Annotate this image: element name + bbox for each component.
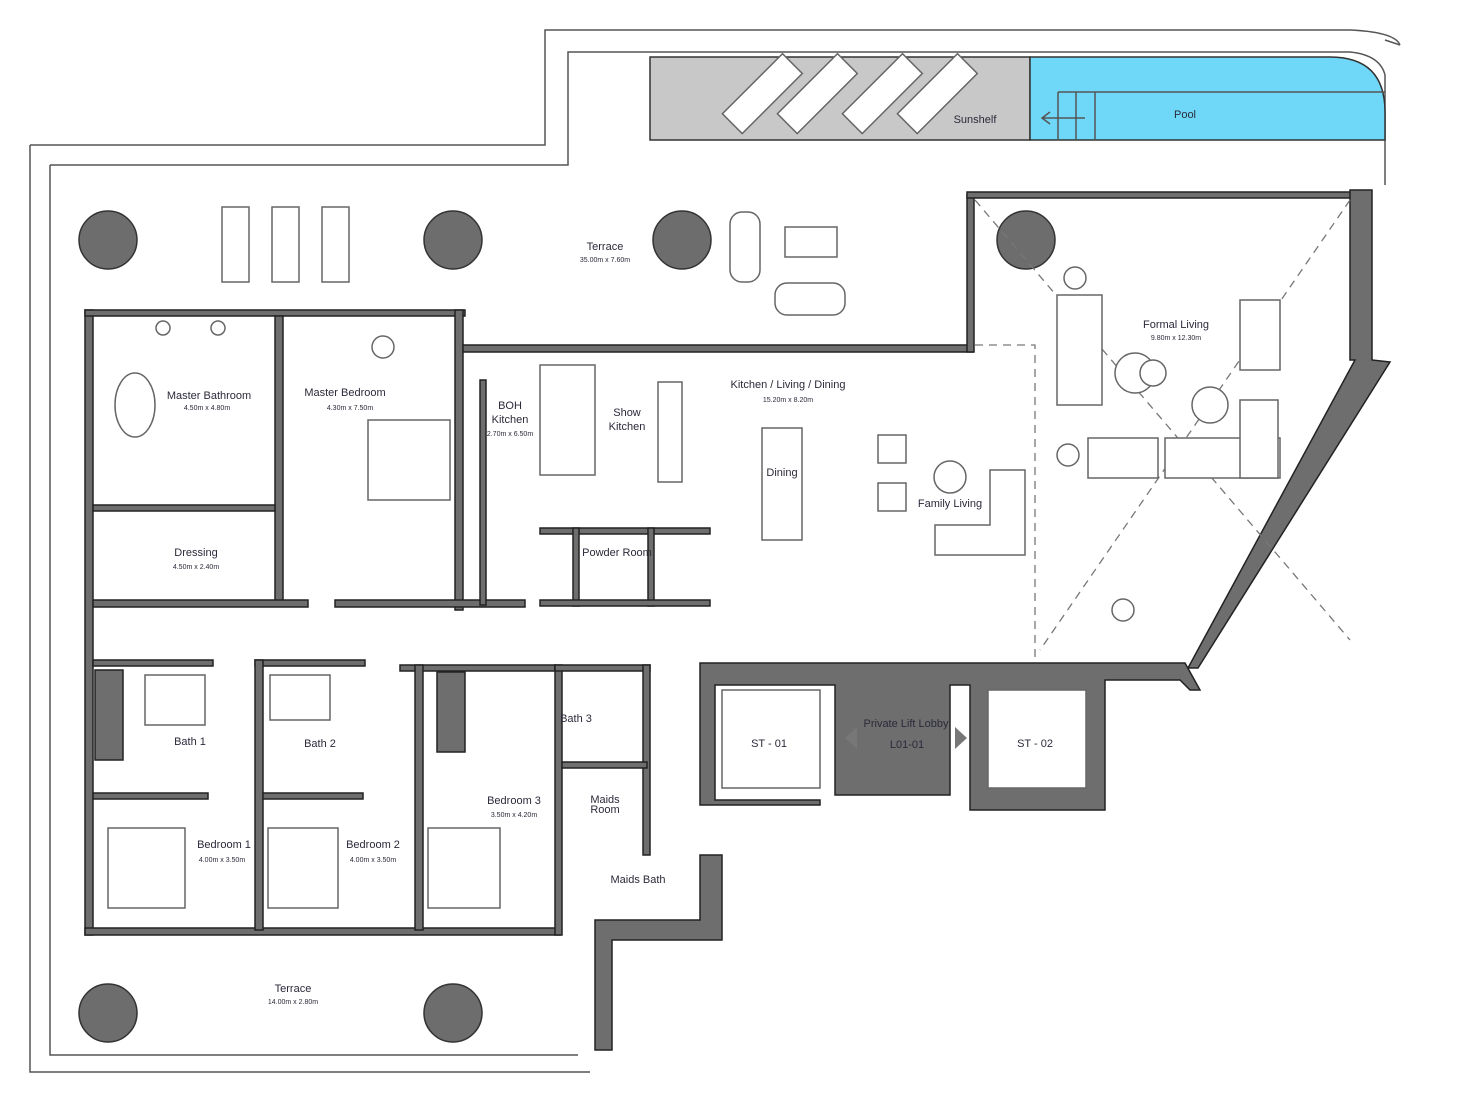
dining-label: Dining [766, 467, 797, 479]
show-kitchen-label-1: Show [613, 407, 641, 419]
st02-label: ST - 02 [1017, 738, 1053, 750]
dressing-label: Dressing [174, 547, 217, 559]
bath2-label: Bath 2 [304, 738, 336, 750]
maids-room-label-2: Room [590, 804, 619, 816]
pool-label: Pool [1174, 109, 1196, 121]
room-labels: Formal Living 9.80m x 12.30m Master Bath… [167, 319, 1209, 1006]
master-bathroom-dim: 4.50m x 4.80m [184, 405, 230, 412]
bedroom3-label: Bedroom 3 [487, 795, 541, 807]
kitchen-living-dining-dim: 15.20m x 8.20m [763, 397, 813, 404]
lift-left-arrow-icon [845, 727, 857, 749]
lift-shafts [721, 689, 1087, 789]
dressing-dim: 4.50m x 2.40m [173, 564, 219, 571]
formal-living-label: Formal Living [1143, 319, 1209, 331]
pool [1029, 56, 1386, 141]
formal-living-dim: 9.80m x 12.30m [1151, 335, 1201, 342]
bedroom1-dim: 4.00m x 3.50m [199, 857, 245, 864]
boh-kitchen-label-2: Kitchen [492, 414, 529, 426]
lift-lobby-code: L01-01 [890, 739, 924, 751]
terrace-outline [29, 29, 1401, 1073]
sun-loungers [721, 52, 979, 135]
terrace-top-label: Terrace [587, 241, 624, 253]
terrace-top-dim: 35.00m x 7.60m [580, 257, 630, 264]
powder-room-label: Powder Room [582, 547, 652, 559]
kitchen-living-dining-label: Kitchen / Living / Dining [731, 379, 846, 391]
boh-kitchen-dim: 2.70m x 6.50m [487, 431, 533, 438]
sunshelf-label: Sunshelf [954, 114, 998, 126]
st01-label: ST - 01 [751, 738, 787, 750]
lift-right-arrow-icon [955, 727, 967, 749]
lift-lobby-label: Private Lift Lobby [864, 718, 949, 730]
bedroom2-label: Bedroom 2 [346, 839, 400, 851]
master-bedroom-dim: 4.30m x 7.50m [327, 405, 373, 412]
furniture [107, 266, 1281, 909]
bedroom3-dim: 3.50m x 4.20m [491, 812, 537, 819]
boh-kitchen-label-1: BOH [498, 400, 522, 412]
bedroom2-dim: 4.00m x 3.50m [350, 857, 396, 864]
maids-bath-label: Maids Bath [610, 874, 665, 886]
dashed-zones [974, 199, 1351, 660]
terrace-bottom-dim: 14.00m x 2.80m [268, 999, 318, 1006]
maids-room-label-1: Maids [590, 794, 620, 806]
master-bedroom-label: Master Bedroom [304, 387, 385, 399]
bedroom1-label: Bedroom 1 [197, 839, 251, 851]
master-bathroom-label: Master Bathroom [167, 390, 251, 402]
columns [78, 210, 1056, 1043]
family-living-label: Family Living [918, 498, 982, 510]
terrace-bottom-label: Terrace [275, 983, 312, 995]
pool-steps [1040, 91, 1385, 140]
show-kitchen-label-2: Kitchen [609, 421, 646, 433]
terrace-loungers [221, 206, 846, 316]
bath1-label: Bath 1 [174, 736, 206, 748]
bath3-label: Bath 3 [560, 713, 592, 725]
